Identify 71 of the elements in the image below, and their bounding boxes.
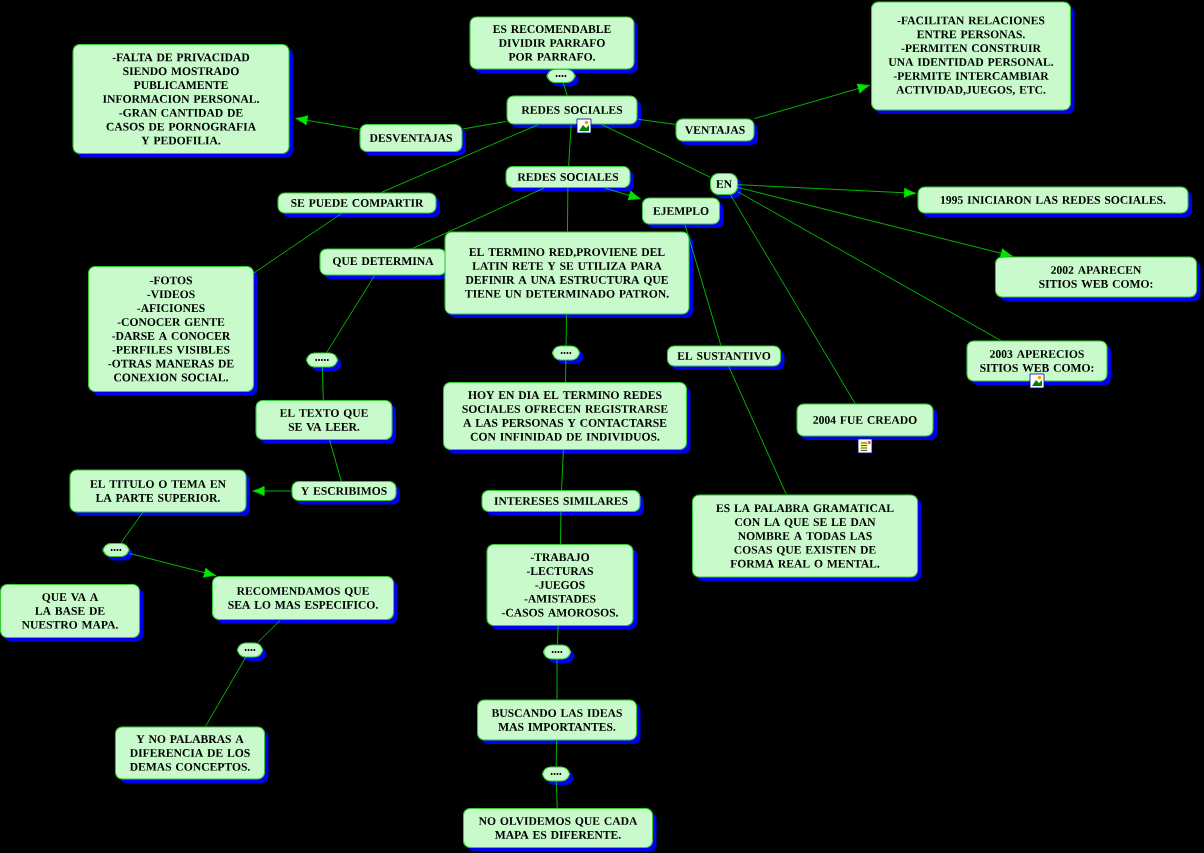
concept-box: 2002 APARECEN SITIOS WEB COMO: [994,256,1201,301]
concept-box: -FOTOS -VIDEOS -AFICIONES -CONOCER GENTE -DARSE A CONOCER -PERFILES VISIBLES -OTRAS MANERAS DE CONEXION SOCIAL. [87,265,258,396]
connector-line [560,511,562,545]
concept-box: HOY EN DIA EL TERMINO REDES SOCIALES OFRECEN REGISTRARSE A LAS PERSONAS Y CONTACTARSE CON INFINIDAD DE INDIVIDUOS. [443,382,691,454]
connector-line [555,740,557,767]
arrow [604,187,641,201]
concept-box: EJEMPLO [641,197,724,228]
connector-line [412,187,545,249]
concept-box: EL TERMINO RED,PROVIENE DEL LATIN RETE Y SE UTILIZA PARA DEFINIR A UNA ESTRUCTURA QUE TIENE UN DETERMINADO PATRON. [444,231,693,318]
dots-bubble: EN [710,172,742,199]
connector-line [556,659,558,700]
concept-box: 2003 APERECIOS SITIOS WEB COMO: [966,340,1111,385]
arrow [754,83,870,119]
connector-line [728,366,787,495]
connector-line [462,121,507,130]
concept-box: QUE DETERMINA [319,248,450,279]
connector-line [565,360,567,383]
connector-line [684,224,722,346]
concept-box: QUE VA A LA BASE DE NUESTRO MAPA. [0,583,144,642]
concept-box: BUSCANDO LAS IDEAS MAS IMPORTANTES. [477,699,641,744]
connector-line [730,194,856,404]
connector-line [321,367,324,401]
concept-box: -FALTA DE PRIVACIDAD SIENDO MOSTRADO PUBLICAMENTE INFORMACION PERSONAL. -GRAN CANTIDAD DE CASOS DE PORNOGRAFIA Y PEDOFILIA. [72,43,293,158]
concept-box: DESVENTAJAS [359,124,466,156]
concept-box: -TRABAJO -LECTURAS -JUEGOS -AMISTADES -CASOS AMOROSOS. [486,543,637,630]
connector-line [561,449,564,491]
concept-box: Y NO PALABRAS A DIFERENCIA DE LOS DEMAS CONCEPTOS. [114,726,269,783]
concept-box: ES RECOMENDABLE DIVIDIR PARRAFO POR PARRAFO. [469,16,638,73]
connector-line [257,619,281,643]
connector-line [637,118,676,125]
dots-bubble: .... [543,644,575,663]
dots-bubble: .... [236,642,267,661]
concept-box: 1995 INICIARON LAS REDES SOCIALES. [917,186,1192,217]
dots-bubble: .... [552,345,584,364]
concept-box: EL TITULO O TEMA EN LA PARTE SUPERIOR. [69,469,250,516]
arrow [737,184,917,198]
dots-bubble: ..... [306,352,342,371]
concept-box: SE PUEDE COMPARTIR [277,192,440,217]
concept-box: Y ESCRIBIMOS [291,481,400,505]
concept-box: NO OLVIDEMOS QUE CADA MAPA ES DIFERENTE. [462,808,657,852]
concept-box: REDES SOCIALES [505,165,634,192]
connector-line [253,213,342,274]
concept-box: EL TEXTO QUE SE VA LEER. [255,400,396,444]
connector-line [326,275,375,353]
connector-line [568,124,572,167]
concept-box: RECOMENDAMOS QUE SEA LO MAS ESPECIFICO. [211,576,398,624]
connector-line [562,82,568,96]
dots-bubble: .... [542,766,574,785]
connector-line [555,781,558,809]
connector-line [567,187,569,232]
connector-line [205,657,246,727]
concept-box: VENTAJAS [675,118,758,145]
connector-line [601,124,711,178]
dots-bubble: .... [546,68,579,87]
connector-line [737,191,1002,341]
connector-line [120,512,144,544]
concept-box: 2004 FUE CREADO [796,403,937,440]
concept-box: EL SUSTANTIVO [666,345,785,370]
connector-line [329,439,342,482]
concept-box: ES LA PALABRA GRAMATICAL CON LA QUE SE LE DAN NOMBRE A TODAS LAS COSAS QUE EXISTEN DE FORMA REAL O MENTAL. [691,494,922,581]
arrow [295,115,360,130]
arrow [737,187,1013,259]
concept-box: INTERESES SIMILARES [481,489,644,516]
connector-line [380,124,539,193]
arrow [252,486,292,496]
dots-bubble: .... [102,542,133,561]
concept-box: -FACILITAN RELACIONES ENTRE PERSONAS. -PERMITEN CONSTRUIR UNA IDENTIDAD PERSONAL. -PERMITE INTERCAMBIAR ACTIVIDAD,JUEGOS, ETC. [871,1,1075,114]
concept-box: REDES SOCIALES [506,95,641,128]
connector-line [556,625,559,645]
arrow [129,553,217,578]
connector-line [565,314,567,346]
